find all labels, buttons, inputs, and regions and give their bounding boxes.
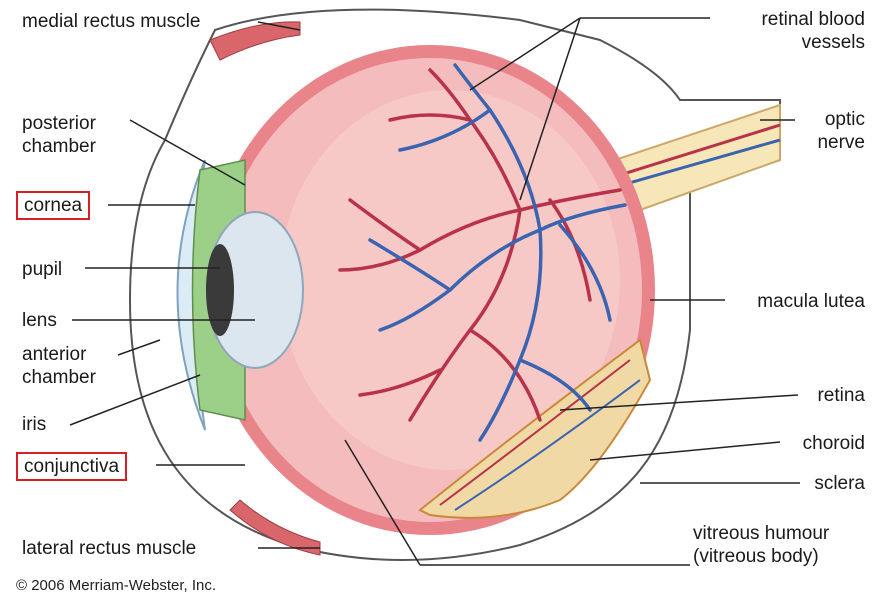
- label-posterior-chamber: posterior chamber: [22, 112, 132, 158]
- label-macula-lutea: macula lutea: [730, 290, 865, 313]
- label-medial-rectus-muscle: medial rectus muscle: [22, 10, 200, 33]
- label-cornea: cornea: [16, 191, 90, 220]
- label-sclera: sclera: [795, 472, 865, 495]
- copyright-notice: © 2006 Merriam-Webster, Inc.: [16, 577, 216, 594]
- label-iris: iris: [22, 413, 46, 436]
- label-anterior-chamber: anterior chamber: [22, 343, 122, 389]
- label-lens: lens: [22, 309, 57, 332]
- label-retina: retina: [795, 384, 865, 407]
- label-conjunctiva: conjunctiva: [16, 452, 127, 481]
- label-optic-nerve: optic nerve: [800, 108, 865, 154]
- label-retinal-blood-vessels: retinal blood vessels: [715, 8, 865, 54]
- label-vitreous-humour: vitreous humour (vitreous body): [693, 522, 868, 568]
- label-choroid: choroid: [780, 432, 865, 455]
- pupil-shape: [206, 244, 234, 336]
- label-pupil: pupil: [22, 258, 62, 281]
- label-lateral-rectus-muscle: lateral rectus muscle: [22, 537, 196, 560]
